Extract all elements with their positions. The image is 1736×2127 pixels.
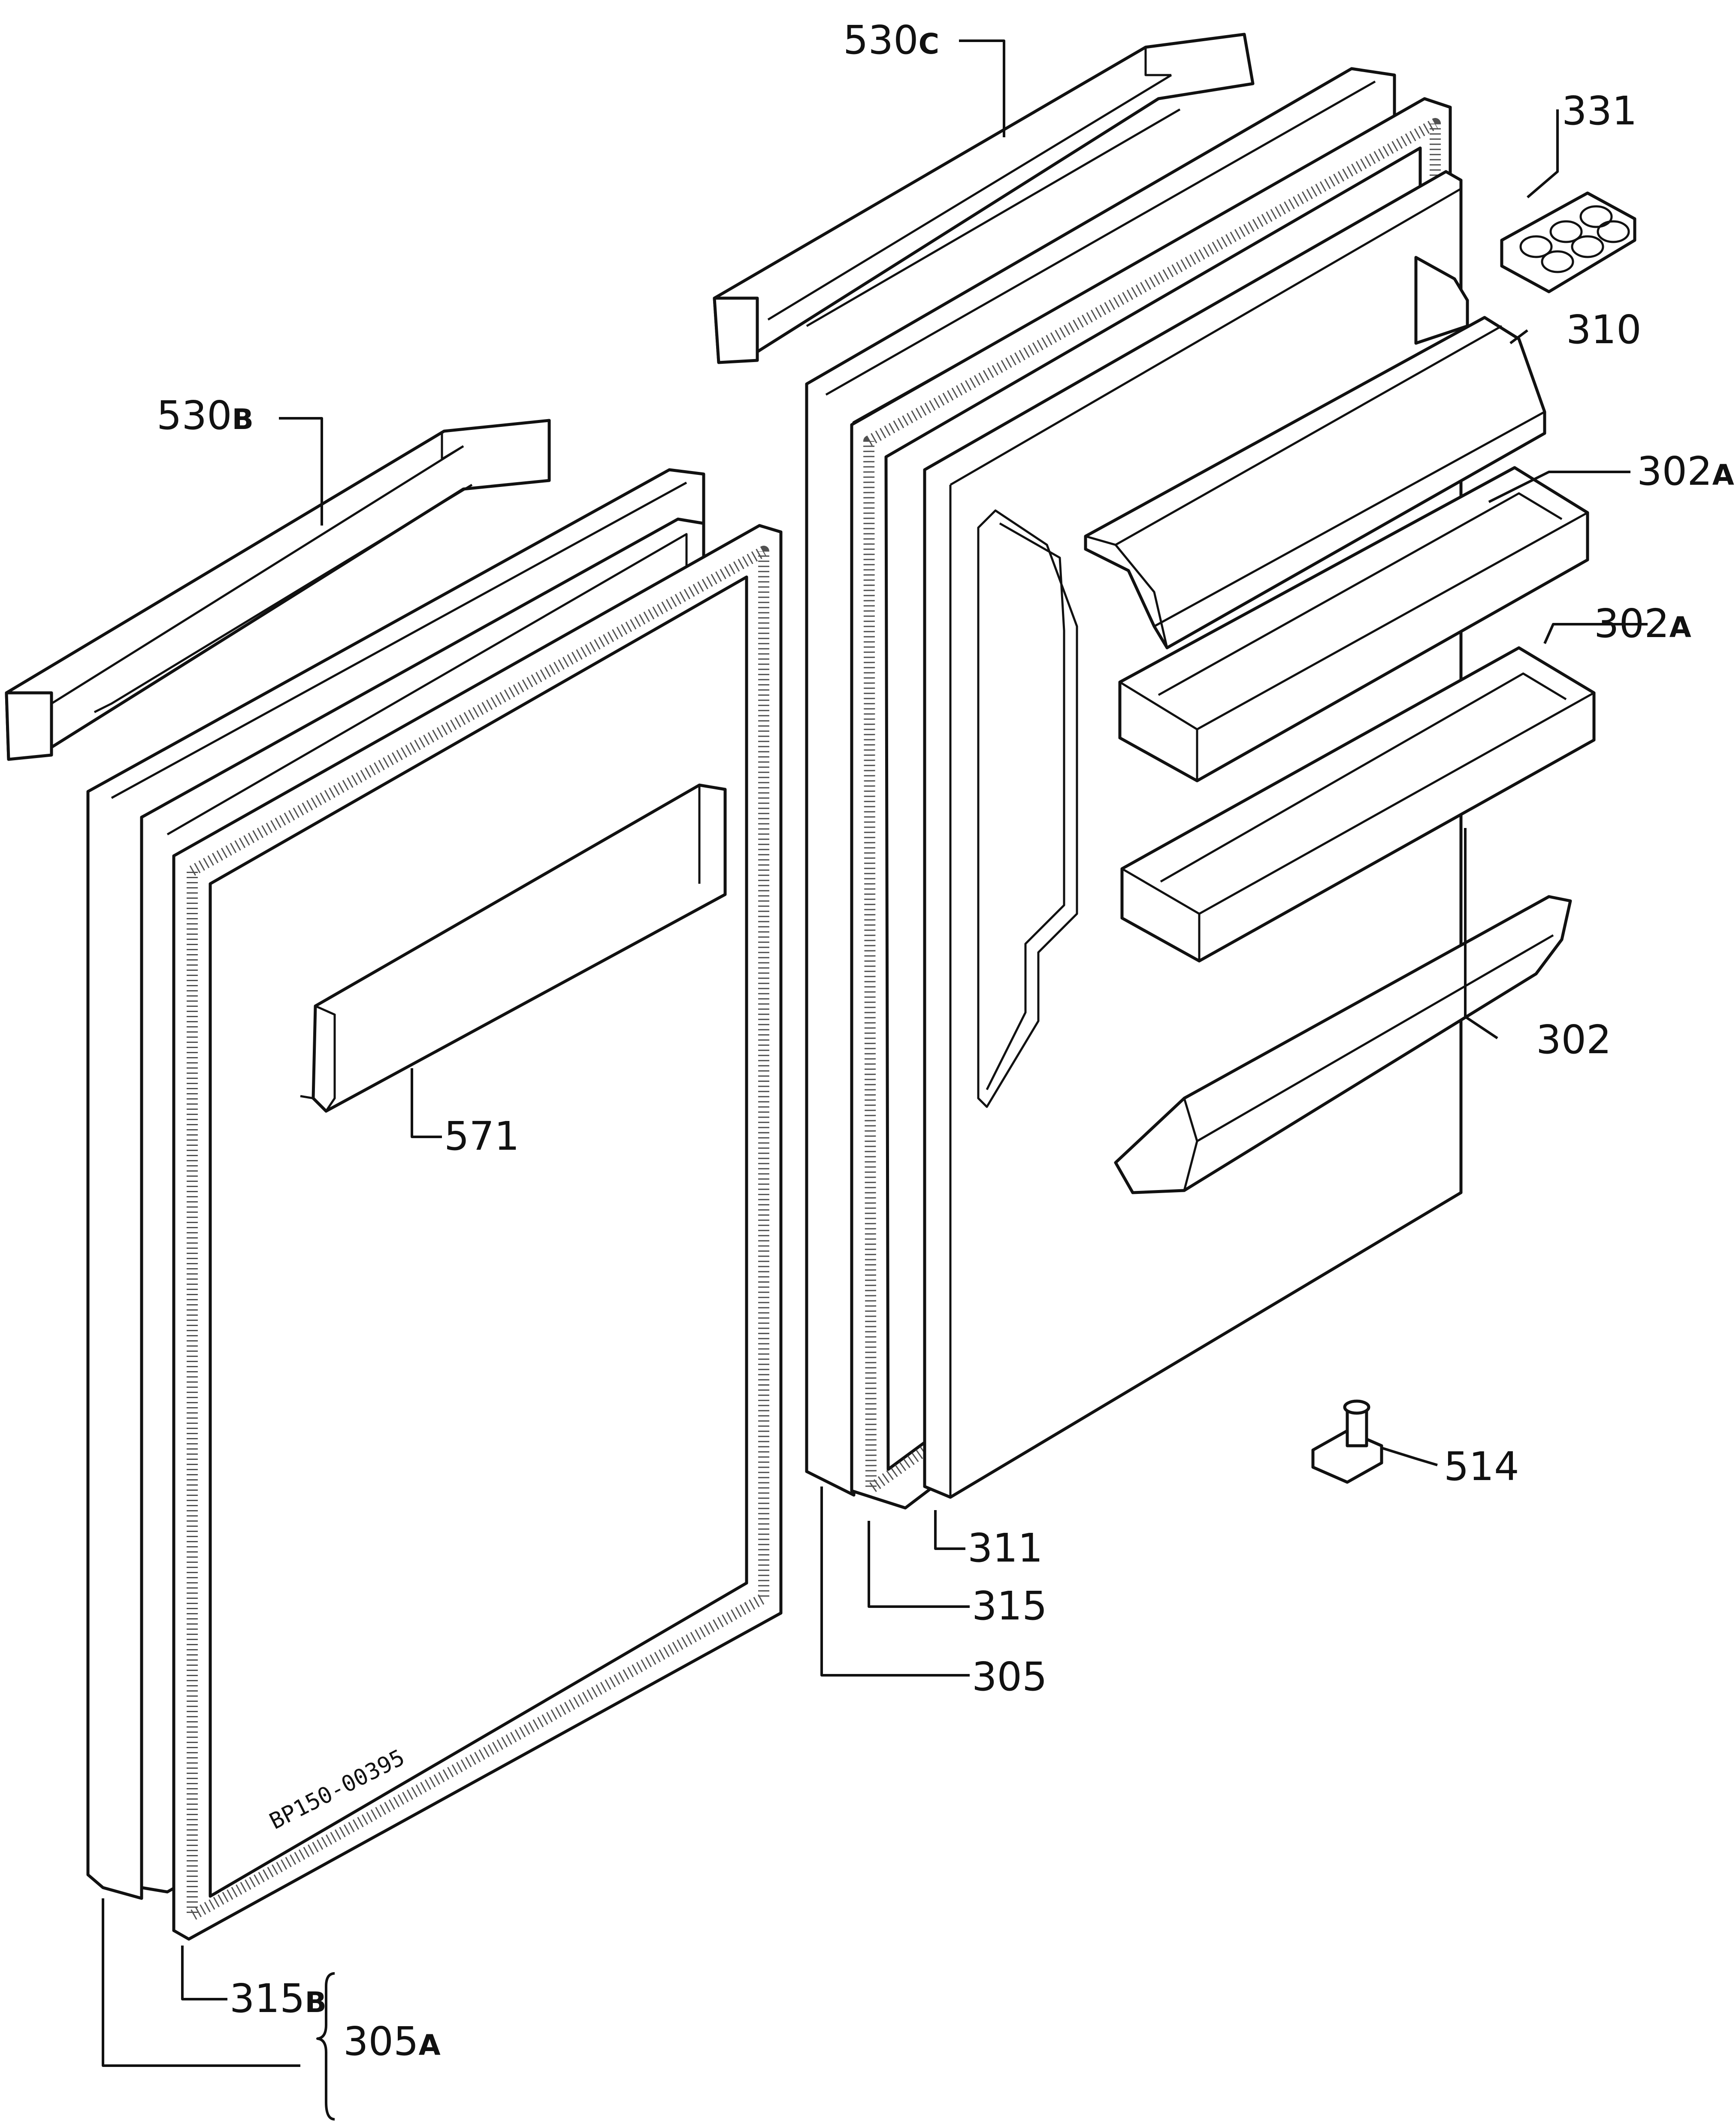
label-302a-lower: 302A (1594, 601, 1691, 647)
bottle-retainer-302 (1114, 895, 1572, 1194)
brace-305a (316, 1972, 335, 2121)
top-trim-530b (5, 419, 551, 761)
label-571: 571 (444, 1113, 520, 1159)
label-315: 315 (972, 1583, 1047, 1629)
left-door-assembly: BP150-00395 (5, 419, 783, 1941)
label-311: 311 (968, 1525, 1043, 1571)
part-labels: 530C 530B 331 310 302A 302A 302 571 514 … (157, 17, 1734, 2064)
label-514: 514 (1444, 1444, 1519, 1490)
label-530b: 530B (157, 393, 254, 438)
label-302: 302 (1536, 1017, 1612, 1063)
hinge-pin-514 (1311, 1399, 1383, 1484)
label-305a: 305A (343, 2018, 441, 2064)
dairy-lid-310 (1084, 256, 1546, 650)
label-302a-upper: 302A (1637, 448, 1734, 494)
door-shelf-302a-upper (1118, 466, 1589, 783)
egg-tray-331 (1500, 191, 1636, 293)
label-331: 331 (1562, 88, 1637, 134)
right-door-assembly (713, 33, 1636, 1510)
leader-lines (102, 39, 1648, 2121)
rail-571 (300, 783, 727, 1113)
label-305: 305 (972, 1654, 1047, 1700)
top-trim-530c (713, 33, 1255, 364)
label-315b: 315B (230, 1976, 327, 2021)
door-shelf-302a-lower (1120, 646, 1596, 963)
label-310: 310 (1566, 307, 1642, 353)
label-530c: 530C (843, 17, 939, 63)
